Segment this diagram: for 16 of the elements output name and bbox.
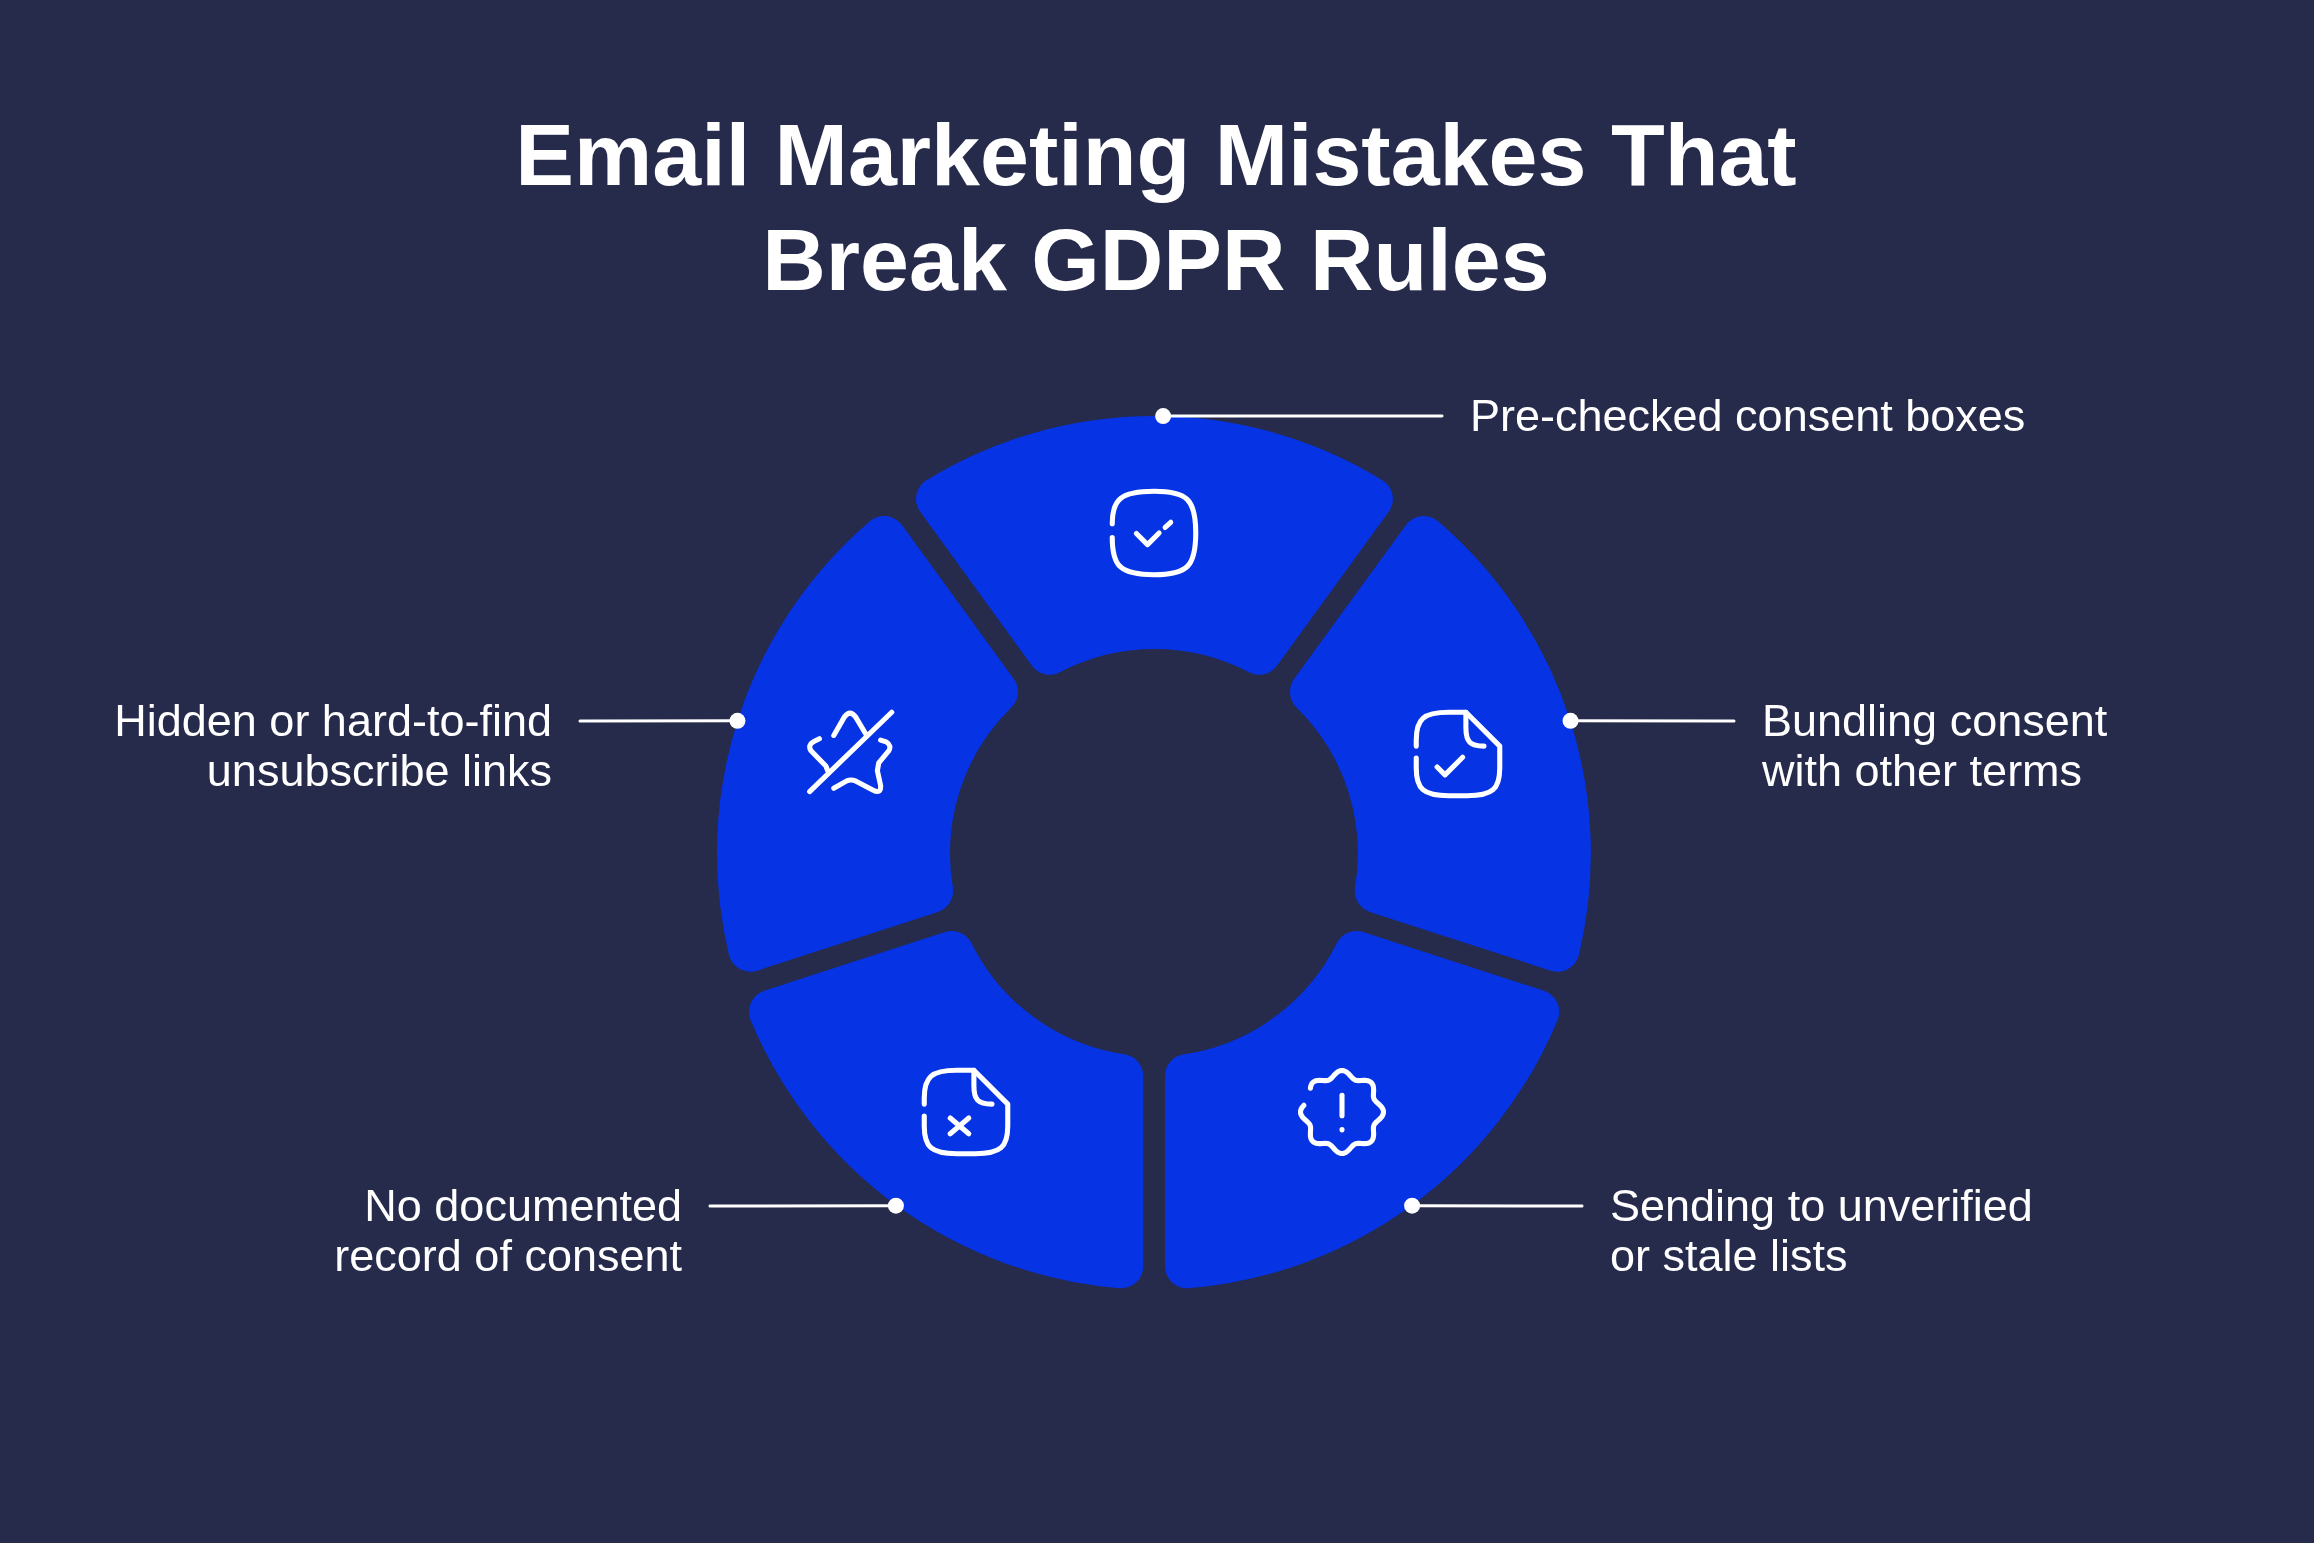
- leader-line: [708, 1197, 904, 1214]
- ring-segment: [1165, 931, 1560, 1289]
- leader-line: [1562, 712, 1736, 729]
- ring-segment: [748, 931, 1143, 1289]
- leader-line: [1155, 408, 1444, 425]
- ring-segment: [1290, 515, 1591, 972]
- title: Email Marketing Mistakes That Break GDPR Rules: [514, 104, 1798, 311]
- callout-label: No documented record of consent: [302, 1181, 682, 1281]
- callout-label: Bundling consent with other terms: [1762, 696, 2152, 796]
- ring-segment: [717, 515, 1018, 972]
- callout-label: Pre-checked consent boxes: [1470, 391, 2026, 441]
- leader-line: [578, 712, 746, 729]
- callout-label: Sending to unverified or stale lists: [1610, 1181, 2055, 1281]
- callout-label: Hidden or hard-to-find unsubscribe links: [82, 696, 552, 796]
- ring-segment: [915, 416, 1393, 675]
- leader-line: [1404, 1197, 1584, 1214]
